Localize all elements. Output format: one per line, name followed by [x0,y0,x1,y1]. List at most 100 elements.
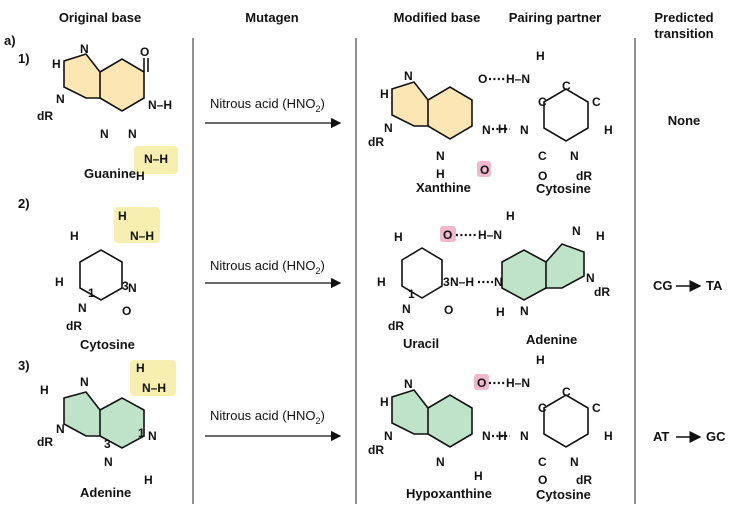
adenine-atom-num3: 3 [104,437,111,451]
guanine-atom-n2: N [128,127,137,141]
guanine-atom-n1h: N–H [148,98,172,112]
adenine-atom-h8: H [40,383,49,397]
uracil-atom-n3h: N–H [450,275,474,289]
uracil-atom-o4: O [443,228,452,242]
guanine-atom-n3: N [100,127,109,141]
adenine-partner-atom-n9: N [586,271,595,285]
adenine-partner-atom-dr: dR [594,285,610,299]
uracil-ring [401,247,443,299]
xanthine-atom-n7: N [404,69,413,83]
row-3-hbond-h1: H–N [506,376,530,390]
uracil-atom-dr: dR [388,319,404,333]
xanthine-atom-o2: O [480,163,489,177]
xanthine-ring-fill [392,82,472,139]
row-1-transition: None [668,113,701,128]
hypoxanthine-structure: O N H N dR N N H Hypoxanthine [368,374,492,501]
cytosine-partner-2-structure: H C C C H N C N O dR Cytosine [520,353,613,502]
guanine-ring-fill [64,54,144,111]
xanthine-structure: N H N dR O N N H O Xanthine [368,69,491,195]
adenine-partner-atom-n1: N [494,275,503,289]
row-3-mutagen: Nitrous acid (HNO2) [210,408,325,426]
row-2-original-name: Cytosine [80,337,135,352]
hypoxanthine-atom-n3: N [436,455,445,469]
adenine-partner-fill [502,244,584,300]
cytosine-partner-2-atom-n3: N [520,429,529,443]
hypoxanthine-atom-n9: N [384,429,393,443]
row-2-modified-name: Uracil [403,336,439,351]
row-1-original-name: Guanine [84,166,136,181]
xanthine-atom-o: O [478,72,487,86]
row-3-transition: AT GC [653,429,726,444]
cytosine-partner-2-atom-c2: C [538,455,547,469]
header-original-base: Original base [59,10,141,25]
cytosine-partner-2-atom-o: O [538,473,547,487]
cytosine-partner-2-atom-n1: N [570,455,579,469]
cytosine-partner-2-atom-h6: H [604,429,613,443]
adenine-partner-atom-h8: H [596,229,605,243]
cytosine-structure: H N–H H H 3 N 1 N O dR Cytosine [55,207,160,352]
cytosine-atom-h-top: H [118,209,127,223]
guanine-atom-h8: H [52,57,61,71]
row-3: 3) H N–H N H N dR 1 N 3 N H Adenine Nitr… [18,353,726,502]
guanine-amine-highlight [134,146,178,174]
hypoxanthine-atom-dr: dR [368,443,384,457]
adenine-atom-n1: N [148,429,157,443]
guanine-atom-n7: N [80,42,89,56]
cytosine-partner-1-ring [543,88,589,142]
row-3-index: 3) [18,358,30,373]
cytosine-partner-1-atom-c6: C [592,95,601,109]
adenine-atom-nh: N–H [142,381,166,395]
guanine-five-ring [63,53,101,99]
adenine-partner-atom-h2: H [496,305,505,319]
adenine-structure: H N–H N H N dR 1 N 3 N H Adenine [37,360,176,500]
hypoxanthine-atom-n7: N [404,377,413,391]
adenine-atom-n9: N [56,422,65,436]
row-1-mutagen: Nitrous acid (HNO2) [210,96,325,114]
row-3-hbond-h2: H [498,429,507,443]
row-3-transition-to: GC [706,429,726,444]
row-2-transition: CG TA [653,278,723,293]
cytosine-partner-1-atom-c5: C [562,79,571,93]
uracil-atom-o2: O [444,303,453,317]
cytosine-partner-2-atom-c5: C [562,385,571,399]
cytosine-atom-dr: dR [66,319,82,333]
cytosine-partner-2-atom-c: C [538,401,547,415]
row-3-partner-name: Cytosine [536,487,591,502]
cytosine-atom-num3: 3 [122,279,129,293]
adenine-atom-n3: N [104,455,113,469]
row-1-modified-name: Xanthine [416,180,471,195]
cytosine-partner-1-atom-dr: dR [576,169,592,183]
xanthine-o-highlight [477,161,491,177]
cytosine-partner-2-ring [543,394,589,448]
cytosine-amine-highlight [114,207,160,243]
xanthine-five-ring [391,81,429,127]
uracil-atom-num1: 1 [408,287,415,301]
cytosine-partner-1-structure: H C C C H N C N O dR Cytosine [520,49,613,196]
uracil-o-highlight [440,226,456,242]
row-3-modified-name: Hypoxanthine [406,486,492,501]
uracil-atom-num3: 3 [443,275,450,289]
guanine-atom-dr: dR [37,109,53,123]
adenine-atom-h2: H [144,473,153,487]
adenine-partner-atom-n7: N [572,224,581,238]
adenine-atom-dr: dR [37,435,53,449]
cytosine-partner-1-atom-n3: N [520,123,529,137]
hypoxanthine-atom-h8: H [380,395,389,409]
adenine-partner-structure: H N H N N dR N H Adenine [494,209,610,347]
adenine-partner-atom-n3: N [520,304,529,318]
hypoxanthine-atom-o: O [477,376,486,390]
uracil-atom-h5: H [394,230,403,244]
uracil-atom-h6: H [377,275,386,289]
adenine-atom-h-top: H [136,361,145,375]
xanthine-atom-n3: N [436,149,445,163]
uracil-structure: H O H 3 N–H 1 N O dR Uracil [377,226,474,351]
hypoxanthine-atom-n1: N [482,429,491,443]
row-2: 2) H N–H H H 3 N 1 N O dR Cytosine Nitro… [18,196,723,352]
hypoxanthine-five-ring [391,389,429,435]
cytosine-atom-n3: N [128,281,137,295]
guanine-atom-h: H [136,169,145,183]
hypoxanthine-atom-h2: H [474,469,483,483]
guanine-structure: N H N dR O N–H N N N–H H Guanine [37,42,178,183]
row-2-index: 2) [18,196,30,211]
